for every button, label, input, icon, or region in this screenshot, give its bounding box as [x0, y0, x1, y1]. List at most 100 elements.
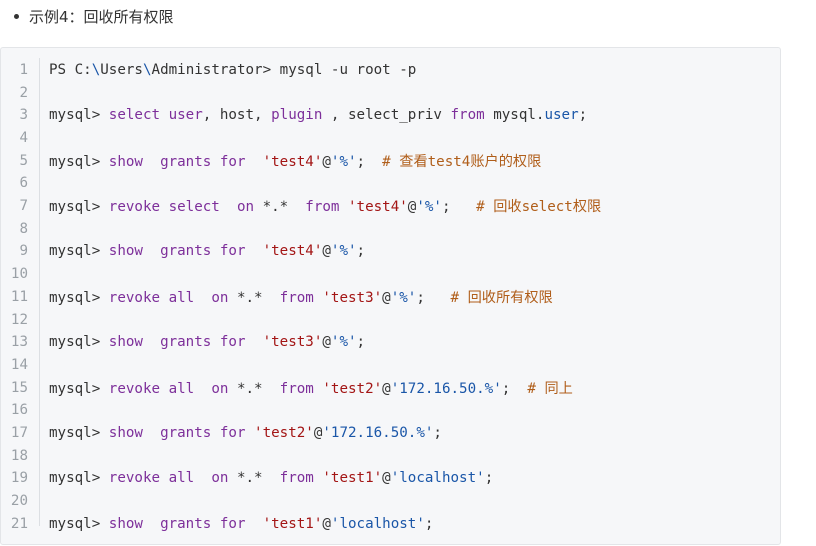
code-token: from: [305, 199, 340, 216]
code-token: mysql>: [49, 334, 109, 351]
code-token: [245, 243, 262, 259]
code-token: for: [219, 334, 246, 351]
code-token: grants: [160, 243, 212, 260]
line-number: 13: [10, 334, 28, 351]
code-token: for: [219, 424, 246, 441]
code-token: [245, 516, 262, 532]
code-token: [160, 107, 169, 123]
code-token: revoke: [108, 199, 161, 216]
code-token: '%': [330, 153, 357, 170]
code-token: [160, 381, 169, 397]
code-token: [143, 334, 160, 350]
code-token: all: [168, 289, 195, 306]
code-token: 'test3': [262, 334, 323, 351]
code-token: [339, 199, 348, 215]
code-token: show: [108, 153, 143, 170]
line-number: 10: [10, 266, 28, 283]
code-token: PS C:: [49, 62, 92, 78]
code-text: mysql> revoke all on *.* from 'test2'@'1…: [49, 378, 573, 398]
code-text: mysql> show grants for 'test2'@'172.16.5…: [49, 425, 442, 441]
code-token: 'localhost': [330, 515, 425, 532]
code-token: @: [322, 334, 331, 351]
code-token: , host,: [202, 107, 272, 124]
code-text: PS C:\Users\Administrator> mysql -u root…: [49, 62, 416, 78]
code-token: [245, 154, 262, 170]
code-line: 3 mysql> select user, host, plugin , sele…: [1, 104, 782, 126]
line-number: 2: [19, 84, 28, 101]
line-number: 11: [10, 288, 28, 305]
code-token: mysql>: [49, 199, 109, 216]
code-token: mysql>: [49, 153, 109, 170]
code-token: # 同上: [527, 380, 573, 397]
code-token: [211, 516, 220, 532]
code-line: 12: [1, 309, 782, 331]
code-token: 'test3': [322, 289, 383, 306]
code-token: [160, 470, 169, 486]
code-token: on: [211, 380, 229, 397]
code-token: @: [322, 243, 331, 260]
code-token: user: [544, 107, 579, 124]
code-line: 17 mysql> show grants for 'test2'@'172.16…: [1, 422, 782, 444]
code-token: '172.16.50.%': [390, 380, 502, 397]
code-text: mysql> show grants for 'test4'@'%';: [49, 243, 365, 259]
code-token: [143, 243, 160, 259]
code-token: \: [91, 62, 101, 78]
code-token: mysql>: [49, 470, 109, 487]
code-token: *.*: [228, 470, 280, 487]
code-text: mysql> select user, host, plugin , selec…: [49, 107, 587, 123]
code-line: 16: [1, 399, 782, 421]
code-token: select: [168, 199, 220, 216]
code-token: [143, 154, 160, 170]
code-text: mysql> show grants for 'test4'@'%'; # 查看…: [49, 151, 541, 171]
line-number: 21: [10, 515, 28, 532]
code-token: Users: [100, 62, 143, 78]
bullet-icon: [14, 13, 19, 19]
code-token: # 回收所有权限: [450, 289, 553, 306]
code-text: mysql> show grants for 'test3'@'%';: [49, 334, 365, 350]
code-token: , select_priv: [322, 107, 451, 124]
line-number: 4: [19, 130, 28, 146]
code-token: [245, 425, 254, 441]
code-text: mysql> show grants for 'test1'@'localhos…: [49, 516, 433, 532]
code-token: ;: [356, 153, 383, 170]
code-token: *.*: [228, 289, 280, 306]
code-token: for: [219, 153, 246, 170]
code-token: '%': [330, 243, 357, 260]
line-number: 1: [19, 62, 28, 78]
code-token: [143, 425, 160, 441]
code-token: ;: [416, 289, 451, 306]
code-token: grants: [160, 515, 212, 532]
code-token: 'test1': [262, 515, 323, 532]
code-token: Administrator> mysql -u root -p: [151, 62, 417, 78]
list-item: 示例4：回收所有权限: [14, 4, 174, 28]
code-token: mysql>: [49, 515, 109, 532]
line-number: 3: [19, 107, 28, 124]
code-token: plugin: [271, 107, 323, 124]
code-line: 4: [1, 127, 782, 149]
code-token: mysql>: [49, 289, 109, 306]
code-token: [143, 516, 160, 532]
code-token: ;: [424, 515, 434, 532]
code-line: 9 mysql> show grants for 'test4'@'%';: [1, 240, 782, 262]
line-number: 17: [10, 424, 28, 441]
code-token: '%': [390, 289, 417, 306]
code-token: show: [108, 334, 143, 351]
code-token: ;: [578, 107, 588, 124]
code-token: *.*: [254, 199, 306, 216]
line-number: 12: [10, 311, 28, 328]
line-number: 16: [10, 402, 28, 419]
code-token: mysql>: [49, 380, 109, 397]
code-token: [245, 334, 262, 350]
code-token: select: [108, 107, 161, 124]
line-number: 19: [10, 470, 28, 487]
code-token: on: [211, 470, 229, 487]
code-token: ;: [441, 199, 477, 216]
code-token: ;: [484, 470, 494, 487]
code-token: user: [168, 107, 203, 124]
line-number: 9: [19, 243, 28, 260]
code-token: [220, 199, 237, 215]
section-heading: 示例4：回收所有权限: [29, 7, 174, 26]
code-token: for: [219, 243, 246, 260]
code-text: mysql> revoke all on *.* from 'test1'@'l…: [49, 470, 493, 486]
